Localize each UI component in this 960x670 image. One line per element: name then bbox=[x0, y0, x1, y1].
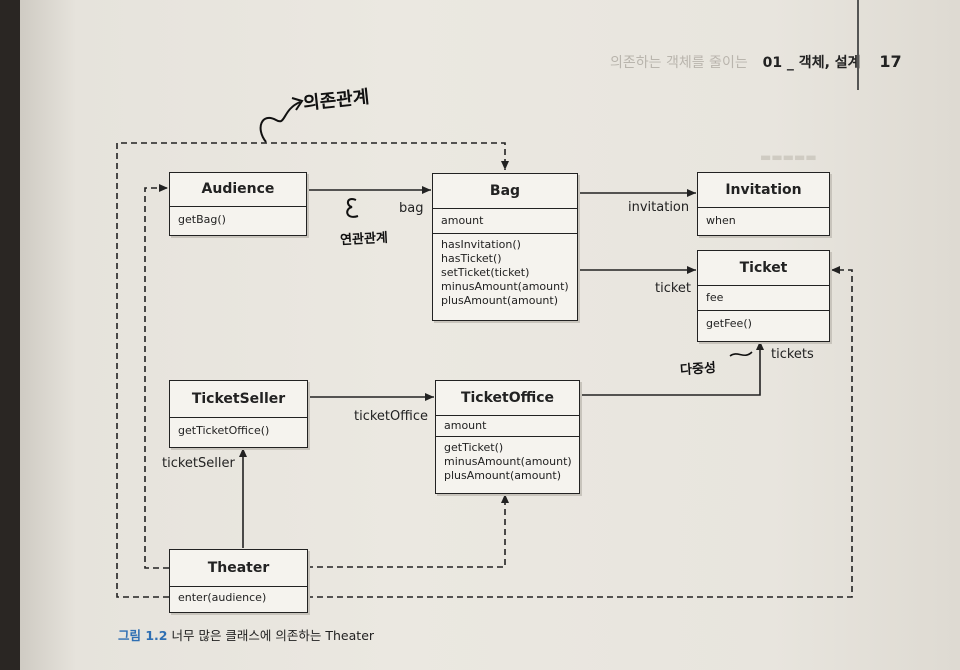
method: hasInvitation() bbox=[441, 238, 521, 251]
label-invitation: invitation bbox=[628, 200, 690, 215]
figure-caption-text: 너무 많은 클래스에 의존하는 Theater bbox=[171, 628, 375, 643]
class-name: TicketOffice bbox=[436, 381, 579, 416]
header-ghost-text: 의존하는 객체를 줄이는 bbox=[610, 55, 748, 71]
class-methods: getTicketOffice() bbox=[178, 424, 270, 437]
class-name: Ticket bbox=[698, 251, 829, 286]
class-ticket-office: TicketOffice amount getTicket() minusAmo… bbox=[435, 380, 580, 494]
label-bag: bag bbox=[399, 201, 424, 216]
label-ticket-seller: ticketSeller bbox=[162, 456, 235, 471]
figure-caption: 그림 1.2 너무 많은 클래스에 의존하는 Theater bbox=[118, 625, 374, 644]
figure-number: 그림 1.2 bbox=[118, 628, 168, 643]
method: getTicket() bbox=[444, 441, 504, 454]
class-ticket: Ticket fee getFee() bbox=[697, 250, 830, 342]
method: minusAmount(amount) bbox=[441, 280, 569, 293]
office-ticket-association bbox=[579, 341, 764, 396]
label-ticket-office: ticketOffice bbox=[354, 409, 428, 424]
theater-ticket-dependency bbox=[307, 266, 853, 598]
class-attributes: when bbox=[706, 214, 736, 227]
class-invitation: Invitation when bbox=[697, 172, 830, 236]
theater-bag-dependency bbox=[116, 142, 509, 598]
page-header: 의존하는 객체를 줄이는 01 _ 객체, 설계 17 bbox=[610, 52, 902, 72]
class-methods: getTicket() minusAmount(amount) plusAmou… bbox=[436, 437, 579, 485]
handwritten-arrow-dependency bbox=[259, 101, 301, 143]
method: plusAmount(amount) bbox=[441, 294, 558, 307]
page-number: 17 bbox=[879, 52, 902, 71]
theater-office-dependency bbox=[307, 494, 509, 568]
handwritten-arrow-dependency-head bbox=[291, 97, 304, 111]
method: minusAmount(amount) bbox=[444, 455, 572, 468]
class-ticket-seller: TicketSeller getTicketOffice() bbox=[169, 380, 308, 448]
class-theater: Theater enter(audience) bbox=[169, 549, 308, 613]
class-bag: Bag amount hasInvitation() hasTicket() s… bbox=[432, 173, 578, 321]
class-name: Invitation bbox=[698, 173, 829, 208]
method: plusAmount(amount) bbox=[444, 469, 561, 482]
bleed-through-line: ▬▬▬▬▬ bbox=[760, 150, 817, 164]
handwritten-epsilon-mark bbox=[346, 198, 359, 218]
handwritten-association: 연관관계 bbox=[339, 230, 389, 249]
class-attributes: fee bbox=[698, 286, 829, 311]
class-name: Bag bbox=[433, 174, 577, 209]
class-name: Theater bbox=[170, 550, 307, 587]
method: hasTicket() bbox=[441, 252, 502, 265]
class-methods: getFee() bbox=[706, 317, 752, 330]
class-methods: enter(audience) bbox=[178, 591, 267, 604]
class-name: TicketSeller bbox=[170, 381, 307, 418]
class-methods: getBag() bbox=[178, 213, 226, 226]
method: setTicket(ticket) bbox=[441, 266, 530, 279]
class-attributes: amount bbox=[433, 209, 577, 234]
class-audience: Audience getBag() bbox=[169, 172, 307, 236]
header-rule bbox=[857, 0, 859, 90]
class-name: Audience bbox=[170, 173, 306, 207]
class-methods: hasInvitation() hasTicket() setTicket(ti… bbox=[433, 234, 577, 310]
handwritten-polymorphism: 다중성 bbox=[679, 360, 717, 379]
label-tickets: tickets bbox=[771, 347, 814, 362]
class-attributes: amount bbox=[436, 416, 579, 437]
theater-audience-dependency bbox=[144, 184, 169, 569]
label-ticket: ticket bbox=[655, 281, 692, 296]
chapter-title: 01 _ 객체, 설계 bbox=[762, 55, 861, 71]
handwritten-squiggle bbox=[729, 351, 753, 357]
